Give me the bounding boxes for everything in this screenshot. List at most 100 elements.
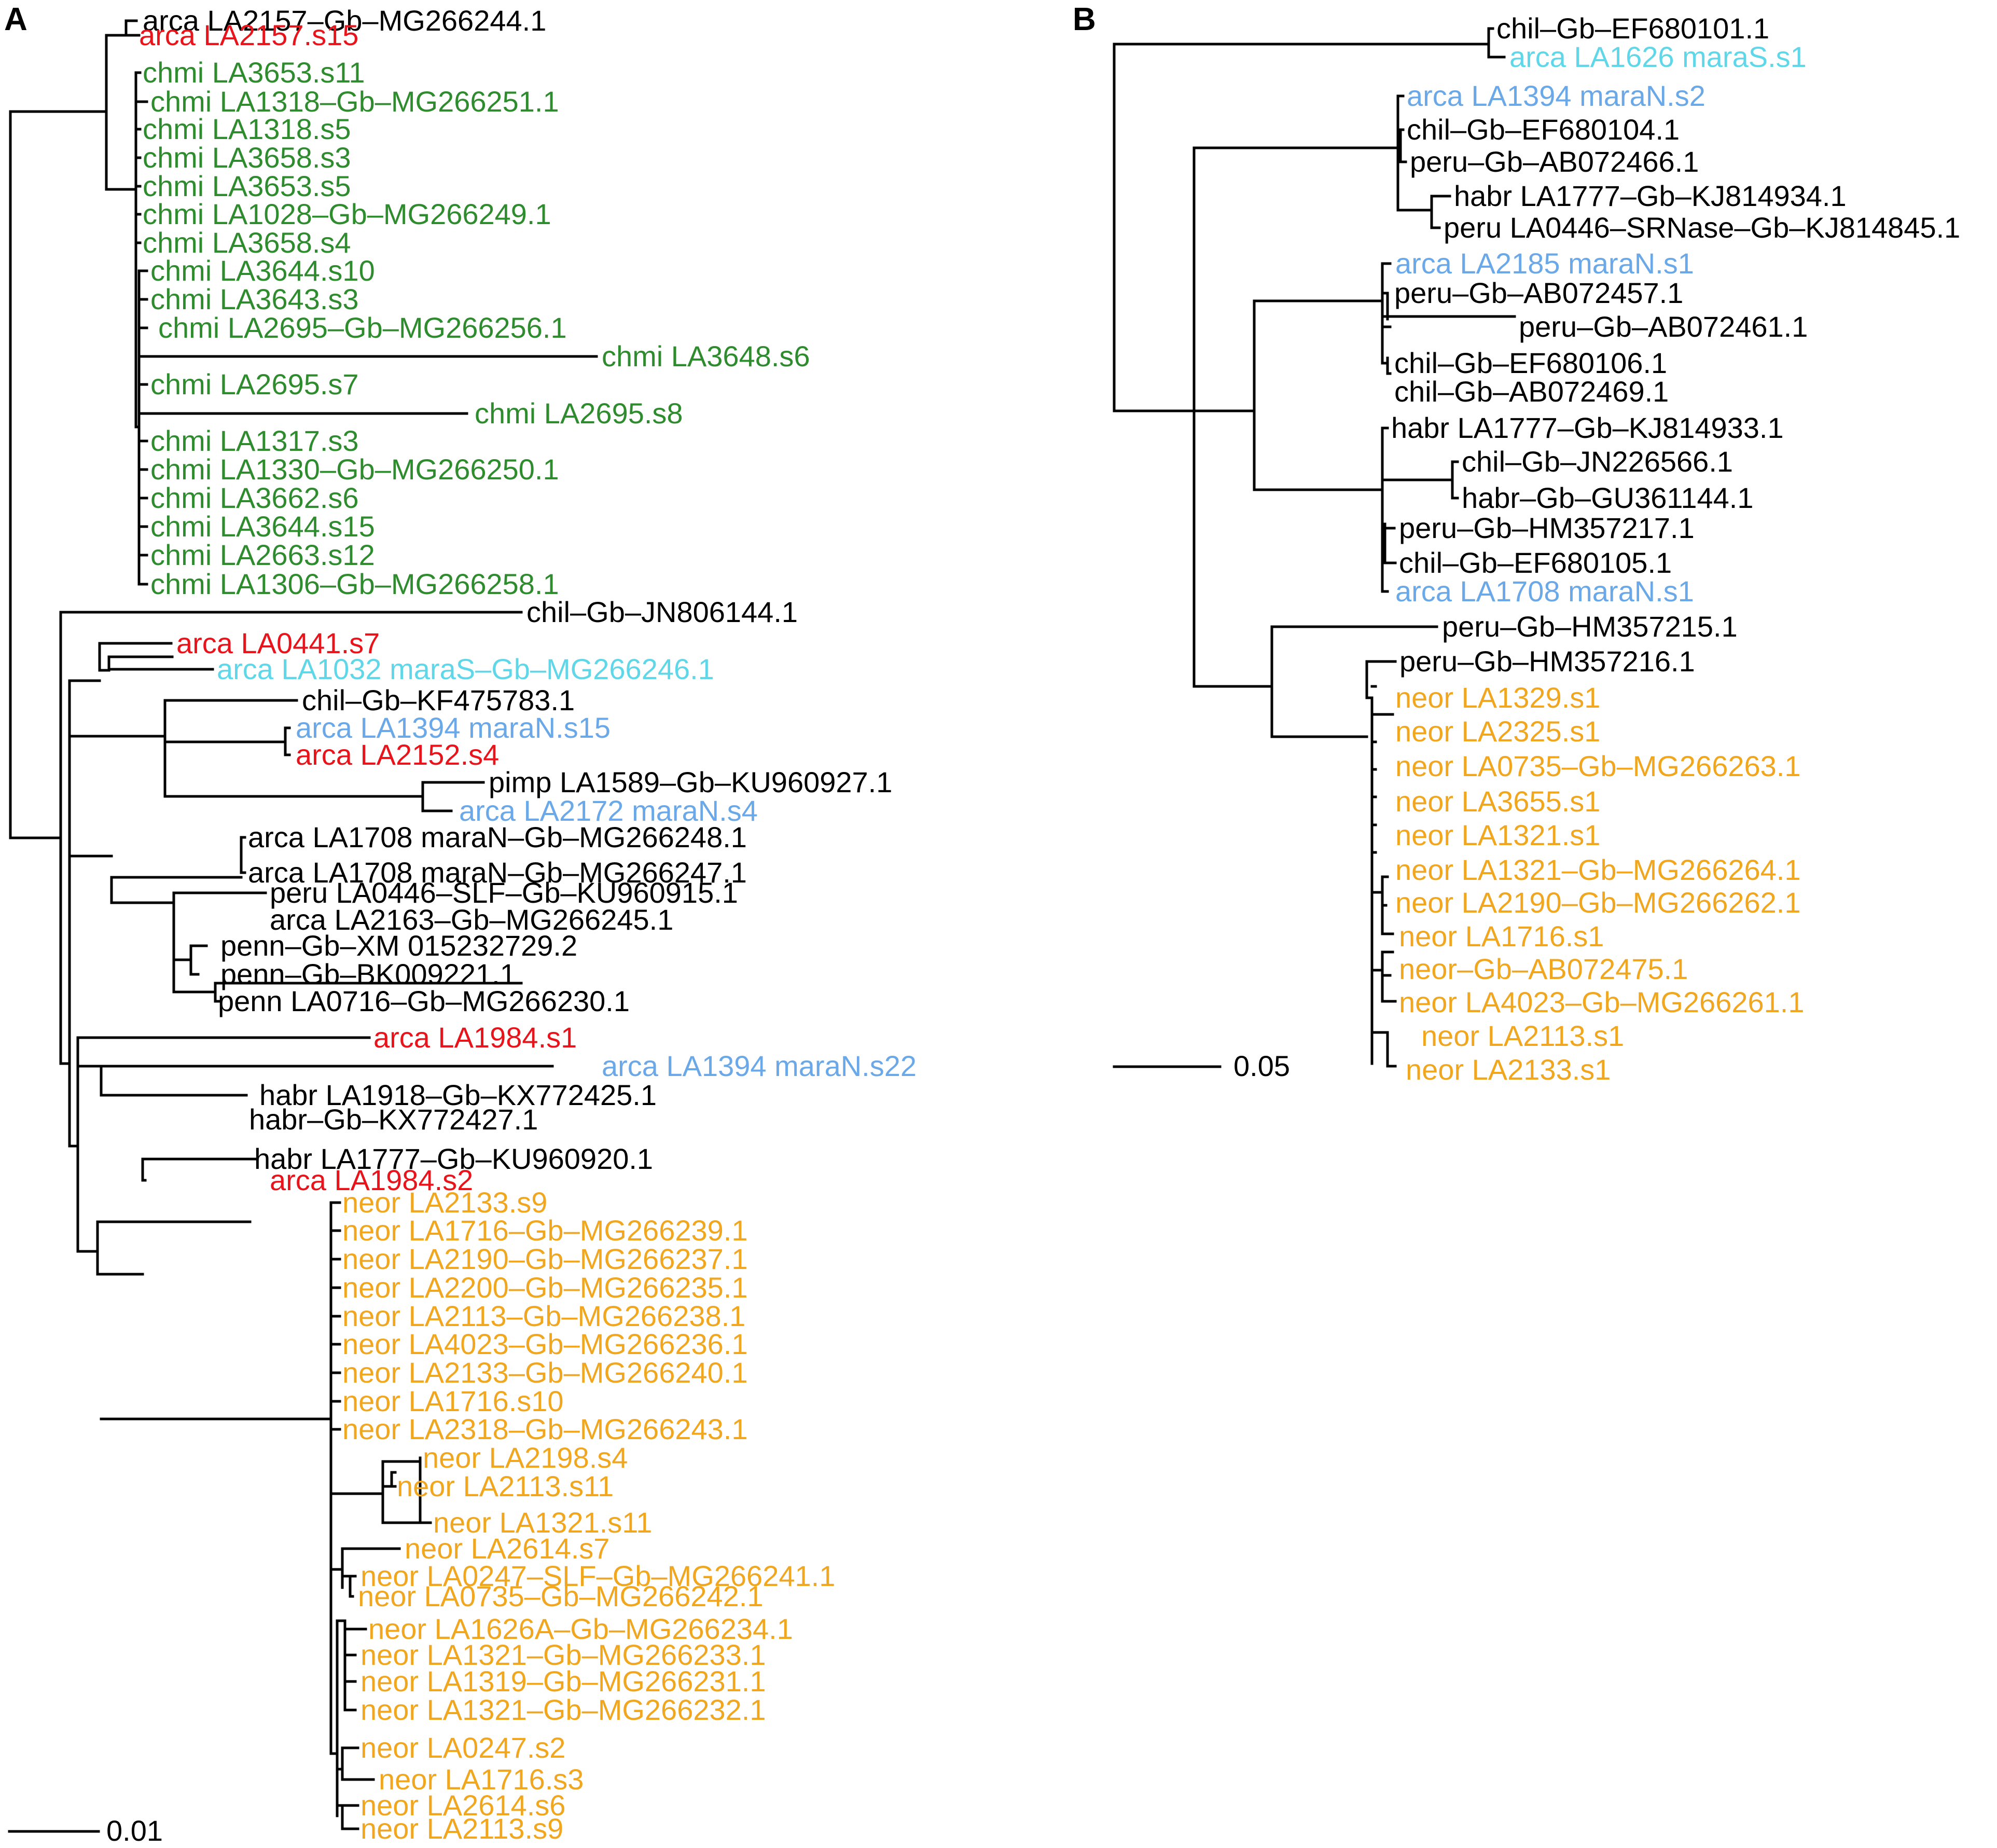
panel-label-b: B bbox=[1073, 2, 1096, 37]
tree-a-leaf-label: chmi LA2695–Gb–MG266256.1 bbox=[158, 311, 567, 344]
tree-b-leaf-label: arca LA1394 maraN.s2 bbox=[1407, 79, 1705, 112]
tree-a-leaf-label: chmi LA3653.s11 bbox=[143, 56, 365, 89]
tree-b-leaf-label: neor LA0735–Gb–MG266263.1 bbox=[1395, 750, 1800, 782]
tree-a-leaf-label: neor LA0247–SLF–Gb–MG266241.1 bbox=[360, 1560, 835, 1592]
tree-a-leaf-label: chmi LA3648.s6 bbox=[602, 340, 810, 373]
tree-b-leaf-label: neor LA2325.s1 bbox=[1395, 715, 1600, 748]
tree-a-leaf-label: neor LA2614.s6 bbox=[360, 1789, 565, 1822]
tree-a-leaf-label: neor LA1626A–Gb–MG266234.1 bbox=[368, 1612, 793, 1645]
panel-a: A bbox=[4, 2, 917, 1847]
tree-a-branches bbox=[8, 19, 598, 1833]
tree-b-leaf-label: peru–Gb–AB072457.1 bbox=[1394, 277, 1683, 309]
tree-a-leaf-label: arca LA2152.s4 bbox=[296, 738, 499, 771]
tree-a-leaf-label: habr–Gb–KX772427.1 bbox=[249, 1103, 538, 1136]
tree-a-leaf-label: neor LA2200–Gb–MG266235.1 bbox=[342, 1271, 747, 1304]
tree-b-leaf-label: peru–Gb–HM357217.1 bbox=[1399, 512, 1695, 544]
tree-b-leaf-label: peru LA0446–SRNase–Gb–KJ814845.1 bbox=[1444, 211, 1960, 244]
tree-b-leaf-label: neor LA2113.s1 bbox=[1421, 1019, 1624, 1052]
tree-b-leaf-label: chil–Gb–EF680105.1 bbox=[1399, 546, 1672, 579]
tree-a-leaf-label: neor LA2614.s7 bbox=[405, 1532, 609, 1565]
tree-b-leaf-label: neor LA3655.s1 bbox=[1395, 785, 1600, 818]
tree-a-leaf-label: neor LA0735–Gb–MG266242.1 bbox=[358, 1580, 763, 1612]
tree-a-leaf-label: neor LA1321–Gb–MG266232.1 bbox=[360, 1693, 766, 1726]
tree-b-leaf-label: habr LA1777–Gb–KJ814934.1 bbox=[1454, 180, 1847, 212]
tree-a-leaf-label: habr LA1777–Gb–KU960920.1 bbox=[254, 1142, 653, 1175]
tree-a-leaf-label: neor LA2113.s9 bbox=[360, 1812, 563, 1845]
tree-a-leaf-label: penn–Gb–BK009221.1 bbox=[220, 958, 516, 990]
tree-b-leaf-label: neor–Gb–AB072475.1 bbox=[1399, 953, 1688, 985]
tree-b-leaf-label: neor LA1321.s1 bbox=[1395, 819, 1600, 851]
tree-a-leaf-label: chmi LA3658.s3 bbox=[143, 141, 351, 174]
tree-a-leaf-label: neor LA1321–Gb–MG266233.1 bbox=[360, 1638, 766, 1671]
tree-b-leaf-label: arca LA1626 maraS.s1 bbox=[1509, 40, 1807, 73]
tree-b-branches bbox=[1113, 27, 1516, 1068]
tree-a-leaf-label: chmi LA3653.s5 bbox=[143, 170, 351, 202]
panel-label-a: A bbox=[4, 2, 27, 37]
tree-a-leaf-label: penn LA0716–Gb–MG266230.1 bbox=[218, 985, 630, 1017]
tree-a-leaf-label: neor LA1716.s3 bbox=[379, 1763, 584, 1796]
tree-a-leaf-label: arca LA1708 maraN–Gb–MG266248.1 bbox=[248, 821, 747, 853]
tree-a-leaf-label: neor LA0247.s2 bbox=[360, 1731, 565, 1764]
tree-a-leaf-label: habr LA1918–Gb–KX772425.1 bbox=[259, 1079, 657, 1111]
tree-a-leaf-label: arca LA2172 maraN.s4 bbox=[459, 794, 758, 827]
tree-b-leaf-label: arca LA1708 maraN.s1 bbox=[1395, 575, 1694, 608]
tree-b-leaf-label: chil–Gb–EF680106.1 bbox=[1394, 347, 1667, 379]
tree-b-leaf-label: chil–Gb–EF680104.1 bbox=[1407, 113, 1680, 146]
tree-b-leaf-label: chil–Gb–AB072469.1 bbox=[1394, 375, 1669, 408]
tree-b-leaf-label: habr LA1777–Gb–KJ814933.1 bbox=[1391, 411, 1784, 444]
tree-a-leaf-label: chmi LA3644.s10 bbox=[150, 254, 375, 287]
tree-a-leaf-label: neor LA2318–Gb–MG266243.1 bbox=[342, 1413, 747, 1445]
tree-a-leaf-label: chmi LA1317.s3 bbox=[150, 424, 359, 457]
tree-a-leaf-label: chmi LA1318–Gb–MG266251.1 bbox=[150, 85, 559, 118]
tree-a-leaf-label: chmi LA2663.s12 bbox=[150, 539, 375, 571]
tree-b-leaf-label: peru–Gb–AB072466.1 bbox=[1410, 145, 1699, 178]
tree-b-leaf-label: arca LA2185 maraN.s1 bbox=[1395, 247, 1694, 280]
tree-a-leaf-label: penn–Gb–XM 015232729.2 bbox=[220, 929, 577, 962]
tree-a-leaf-label: arca LA2163–Gb–MG266245.1 bbox=[270, 903, 673, 936]
scale-bar-label-a: 0.01 bbox=[106, 1814, 163, 1847]
panel-b: B bbox=[1073, 2, 1960, 1086]
tree-a-leaf-label: neor LA2113–Gb–MG266238.1 bbox=[342, 1300, 745, 1332]
tree-a-leaf-label: chmi LA1330–Gb–MG266250.1 bbox=[150, 453, 559, 486]
tree-b-leaf-label: chil–Gb–EF680101.1 bbox=[1496, 12, 1769, 45]
tree-a-leaf-label: chmi LA2695.s8 bbox=[475, 397, 683, 430]
tree-b-leaf-label: neor LA4023–Gb–MG266261.1 bbox=[1399, 986, 1804, 1018]
tree-a-leaf-label: chil–Gb–KF475783.1 bbox=[302, 684, 575, 716]
tree-b-leaf-label: chil–Gb–JN226566.1 bbox=[1462, 445, 1733, 478]
tree-a-leaf-label: arca LA1984.s1 bbox=[373, 1021, 577, 1054]
tree-a-leaf-label: chmi LA1318.s5 bbox=[143, 113, 351, 145]
tree-a-leaf-label: arca LA1708 maraN–Gb–MG266247.1 bbox=[248, 856, 747, 889]
tree-a-leaf-label: neor LA2190–Gb–MG266237.1 bbox=[342, 1243, 747, 1275]
tree-a-leaf-label: pimp LA1589–Gb–KU960927.1 bbox=[489, 766, 892, 798]
tree-a-leaf-label: arca LA1032 maraS–Gb–MG266246.1 bbox=[217, 653, 714, 685]
tree-a-leaf-label: chmi LA3662.s6 bbox=[150, 481, 359, 514]
tree-a-leaf-label: neor LA2133.s9 bbox=[342, 1186, 547, 1219]
scale-bar-label-b: 0.05 bbox=[1233, 1050, 1290, 1082]
tree-a-leaf-label: arca LA1394 maraN.s15 bbox=[296, 711, 611, 744]
tree-b-leaf-label: neor LA1321–Gb–MG266264.1 bbox=[1395, 853, 1800, 886]
tree-a-leaf-label: neor LA1321.s11 bbox=[433, 1506, 652, 1539]
tree-a-leaf-label: arca LA0441.s7 bbox=[176, 627, 380, 659]
tree-a-leaf-label: neor LA4023–Gb–MG266236.1 bbox=[342, 1328, 747, 1360]
tree-a-leaf-label: chmi LA1306–Gb–MG266258.1 bbox=[150, 568, 559, 600]
tree-b-leaf-label: neor LA2190–Gb–MG266262.1 bbox=[1395, 886, 1800, 919]
tree-a-leaf-label: chmi LA3643.s3 bbox=[150, 283, 359, 315]
tree-b-leaf-label: habr–Gb–GU361144.1 bbox=[1462, 481, 1754, 514]
tree-a-leaf-label: neor LA1716.s10 bbox=[342, 1385, 564, 1417]
tree-a-leaf-label: neor LA1716–Gb–MG266239.1 bbox=[342, 1214, 747, 1247]
tree-a-leaf-label: arca LA2157.s15 bbox=[139, 19, 358, 51]
tree-a-leaf-label: arca LA1394 maraN.s22 bbox=[602, 1050, 917, 1082]
tree-a-leaf-label: chmi LA2695.s7 bbox=[150, 368, 359, 401]
tree-a-leaf-label: chmi LA3644.s15 bbox=[150, 510, 375, 543]
tree-a-leaf-label: neor LA1319–Gb–MG266231.1 bbox=[360, 1665, 766, 1698]
tree-b-leaf-label: peru–Gb–HM357216.1 bbox=[1399, 645, 1695, 678]
tree-a-leaf-label: neor LA2198.s4 bbox=[423, 1441, 628, 1474]
tree-b-leaf-label: neor LA2133.s1 bbox=[1406, 1053, 1611, 1086]
tree-a-leaf-label: chmi LA1028–Gb–MG266249.1 bbox=[143, 198, 551, 230]
tree-a-leaf-label: peru LA0446–SLF–Gb–KU960915.1 bbox=[270, 876, 738, 909]
tree-b-leaf-label: peru–Gb–HM357215.1 bbox=[1442, 610, 1738, 643]
tree-a-leaf-label: neor LA2113.s11 bbox=[397, 1470, 614, 1502]
